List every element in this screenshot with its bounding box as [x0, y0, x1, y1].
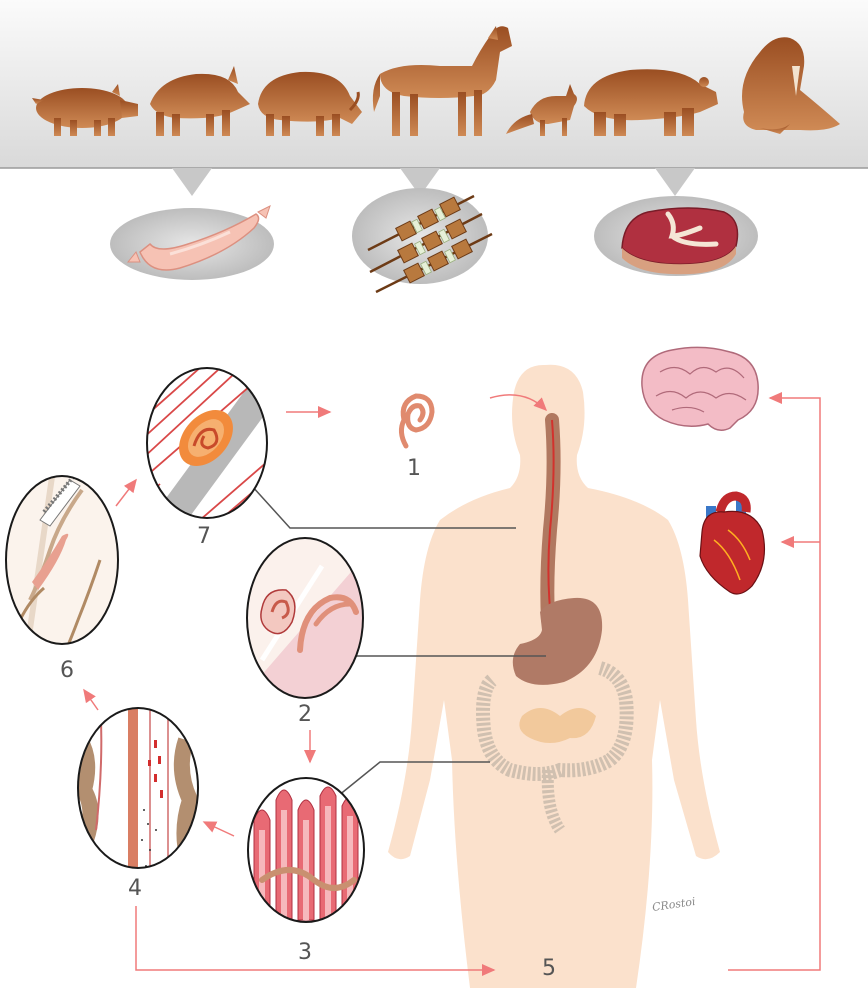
heart-icon — [700, 496, 764, 594]
newborn-larvae-inset — [70, 700, 210, 880]
step-label-5: 5 — [542, 958, 556, 980]
brain-icon — [642, 347, 758, 430]
ingested-larva — [401, 396, 432, 446]
sausage-icon — [110, 206, 274, 280]
step-label-7: 7 — [197, 526, 211, 548]
animal-banner — [0, 0, 868, 196]
esophagus — [547, 420, 553, 628]
intestinal-villi-inset — [246, 776, 370, 926]
step-label-3: 3 — [298, 942, 312, 964]
step-label-4: 4 — [128, 878, 142, 900]
step-label-6: 6 — [60, 660, 74, 682]
skewers-icon — [352, 188, 492, 292]
steak-icon — [594, 196, 758, 276]
step-label-2: 2 — [298, 704, 312, 726]
larva-release-inset — [240, 530, 370, 710]
muscle-cyst-inset — [130, 350, 290, 530]
larva-migration-inset — [0, 470, 130, 650]
step-label-1: 1 — [407, 458, 421, 480]
